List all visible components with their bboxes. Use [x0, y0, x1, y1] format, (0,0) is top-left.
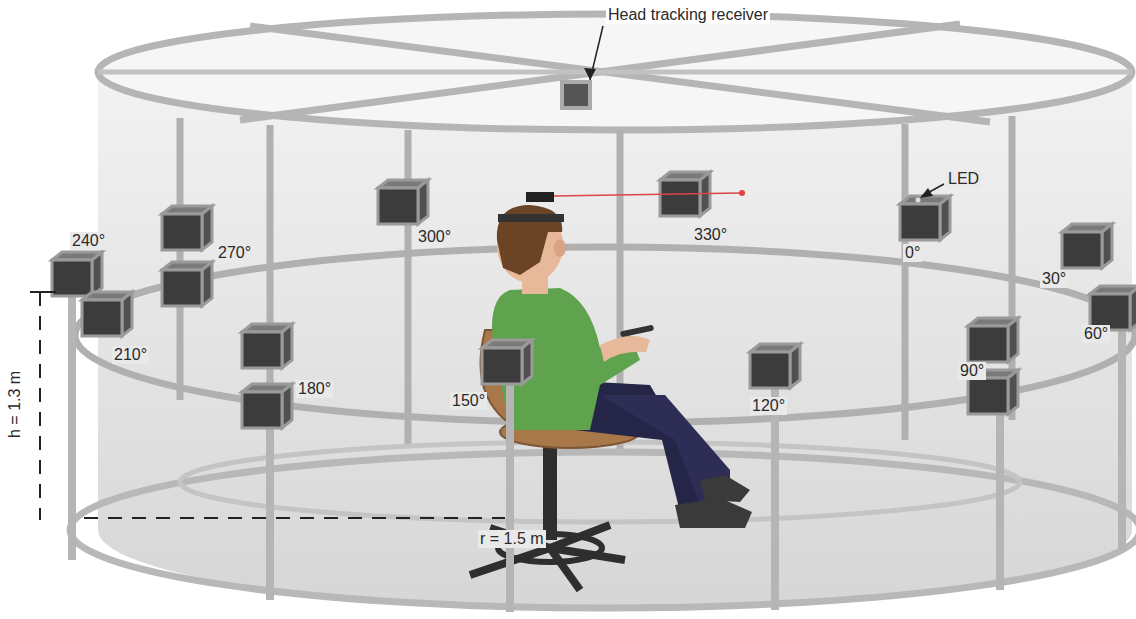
- angle-label: 240°: [70, 232, 107, 250]
- speaker: [482, 340, 532, 384]
- speaker: [162, 206, 212, 250]
- front-poles: [72, 290, 1122, 612]
- angle-label: 210°: [112, 346, 149, 364]
- arrow-head: [584, 68, 596, 80]
- speaker: [378, 180, 428, 224]
- cylinder-wall: [98, 72, 1132, 610]
- top-bar: [98, 70, 1132, 75]
- angle-label: 270°: [216, 244, 253, 262]
- back-poles: [180, 116, 1012, 450]
- speaker: [750, 344, 800, 388]
- dimension-tick: [30, 291, 56, 293]
- angle-label: 120°: [750, 397, 787, 415]
- speaker: [82, 292, 132, 336]
- angle-label: 150°: [450, 392, 487, 410]
- callout-label: Head tracking receiver: [606, 6, 770, 24]
- arrow-head: [920, 188, 933, 198]
- floor-ring: [180, 442, 1020, 522]
- dimension-label: h = 1.3 m: [6, 369, 24, 440]
- top-ring: [98, 14, 1132, 130]
- angle-label: 330°: [692, 226, 729, 244]
- speaker: [1090, 286, 1136, 330]
- bottom-ring: [70, 452, 1136, 608]
- angle-label: 60°: [1082, 325, 1110, 343]
- dimension-label: r = 1.5 m: [478, 530, 546, 548]
- speaker: [52, 252, 102, 296]
- angle-label: 180°: [296, 380, 333, 398]
- angle-label: 90°: [958, 362, 986, 380]
- angle-label: 0°: [903, 244, 922, 262]
- angle-label: 300°: [416, 228, 453, 246]
- speaker: [162, 262, 212, 306]
- angle-label: 30°: [1040, 270, 1068, 288]
- speaker: [242, 324, 292, 368]
- speaker: [242, 384, 292, 428]
- dimension-lines: [40, 292, 505, 520]
- speaker: [968, 318, 1018, 362]
- speaker: [1062, 224, 1112, 268]
- callout-label: LED: [946, 170, 981, 188]
- speaker: [900, 196, 950, 240]
- led: [916, 198, 921, 203]
- head-tracking-receiver: [562, 82, 590, 108]
